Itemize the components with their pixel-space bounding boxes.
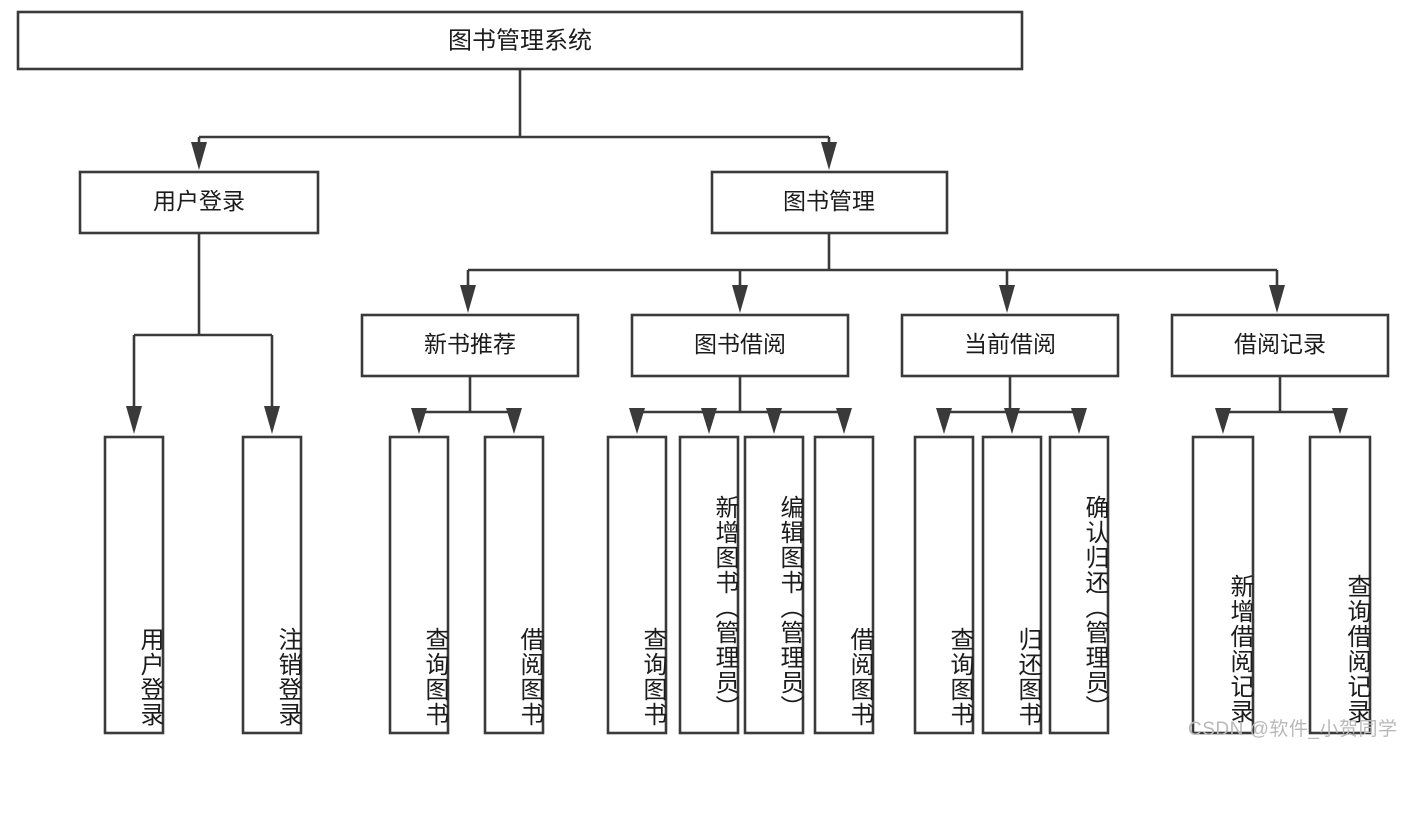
- node-book-mgmt-rect[interactable]: [710, 170, 949, 235]
- leaf-node-rect[interactable]: [606, 435, 668, 735]
- node-current-borrow-label: 当前借阅: [964, 331, 1056, 357]
- arrow-head-book-mgmt-to-new-book: [460, 285, 476, 313]
- arrow-head-user-login-leaf-1: [126, 406, 142, 434]
- hierarchy-diagram-svg: 图书管理系统 用户登录 图书管理: [16, 10, 1390, 735]
- node-root-label: 图书管理系统: [448, 27, 592, 54]
- leaf-node-rect[interactable]: [483, 435, 545, 735]
- leaf-node-rect[interactable]: [678, 435, 740, 735]
- arrow-head-current-borrow-leaf-1: [936, 408, 952, 434]
- leaf-node-rect[interactable]: [913, 435, 975, 735]
- node-book-mgmt-label: 图书管理: [783, 188, 875, 214]
- node-new-book-recommend-label: 新书推荐: [424, 331, 516, 357]
- arrow-head-book-borrow-leaf-1: [629, 408, 645, 434]
- node-borrow-records-label: 借阅记录: [1234, 331, 1326, 357]
- leaf-node-rect[interactable]: [1191, 435, 1255, 735]
- arrow-head-book-borrow-leaf-4: [836, 408, 852, 434]
- arrow-head-root-to-user-login: [191, 142, 207, 170]
- node-book-borrow-rect[interactable]: [630, 313, 850, 378]
- node-user-login-label: 用户登录: [153, 188, 245, 214]
- arrow-head-current-borrow-leaf-2: [1004, 408, 1020, 434]
- arrow-head-new-book-leaf-1: [411, 408, 427, 434]
- arrow-head-user-login-leaf-2: [264, 406, 280, 434]
- arrow-head-book-borrow-leaf-2: [701, 408, 717, 434]
- node-root[interactable]: 图书管理系统: [16, 10, 1024, 71]
- leaf-node-rect[interactable]: [241, 435, 303, 735]
- leaf-node-rect[interactable]: [813, 435, 875, 735]
- leaf-node-rect[interactable]: [1048, 435, 1110, 735]
- leaf-node-rect[interactable]: [743, 435, 805, 735]
- node-book-mgmt[interactable]: 图书管理: [710, 170, 949, 235]
- node-new-book-recommend[interactable]: 新书推荐: [360, 313, 580, 378]
- arrow-head-root-to-book-mgmt: [821, 142, 837, 170]
- arrow-head-current-borrow-leaf-3: [1071, 408, 1087, 434]
- leaf-node-rect[interactable]: [1308, 435, 1372, 735]
- node-book-borrow-label: 图书借阅: [694, 331, 786, 357]
- node-book-borrow[interactable]: 图书借阅: [630, 313, 850, 378]
- node-current-borrow[interactable]: 当前借阅: [900, 313, 1120, 378]
- node-current-borrow-rect[interactable]: [900, 313, 1120, 378]
- node-root-rect[interactable]: [16, 10, 1024, 71]
- node-user-login[interactable]: 用户登录: [78, 170, 320, 235]
- node-borrow-records[interactable]: 借阅记录: [1170, 313, 1390, 378]
- arrow-head-book-mgmt-to-borrow: [732, 285, 748, 313]
- leaf-node-rect[interactable]: [981, 435, 1043, 735]
- arrow-head-borrow-records-leaf-2: [1332, 408, 1348, 434]
- csdn-watermark: CSDN @软件_小贺同学: [1188, 719, 1398, 740]
- arrow-head-new-book-leaf-2: [506, 408, 522, 434]
- arrow-head-book-mgmt-to-records: [1269, 285, 1285, 313]
- diagram-canvas: 图书管理系统 用户登录 图书管理: [16, 10, 1398, 740]
- node-new-book-recommend-rect[interactable]: [360, 313, 580, 378]
- leaf-node-rect[interactable]: [388, 435, 450, 735]
- leaf-node-rect[interactable]: [103, 435, 165, 735]
- arrow-head-book-mgmt-to-current: [999, 285, 1015, 313]
- node-borrow-records-rect[interactable]: [1170, 313, 1390, 378]
- arrow-head-book-borrow-leaf-3: [766, 408, 782, 434]
- arrow-head-borrow-records-leaf-1: [1215, 408, 1231, 434]
